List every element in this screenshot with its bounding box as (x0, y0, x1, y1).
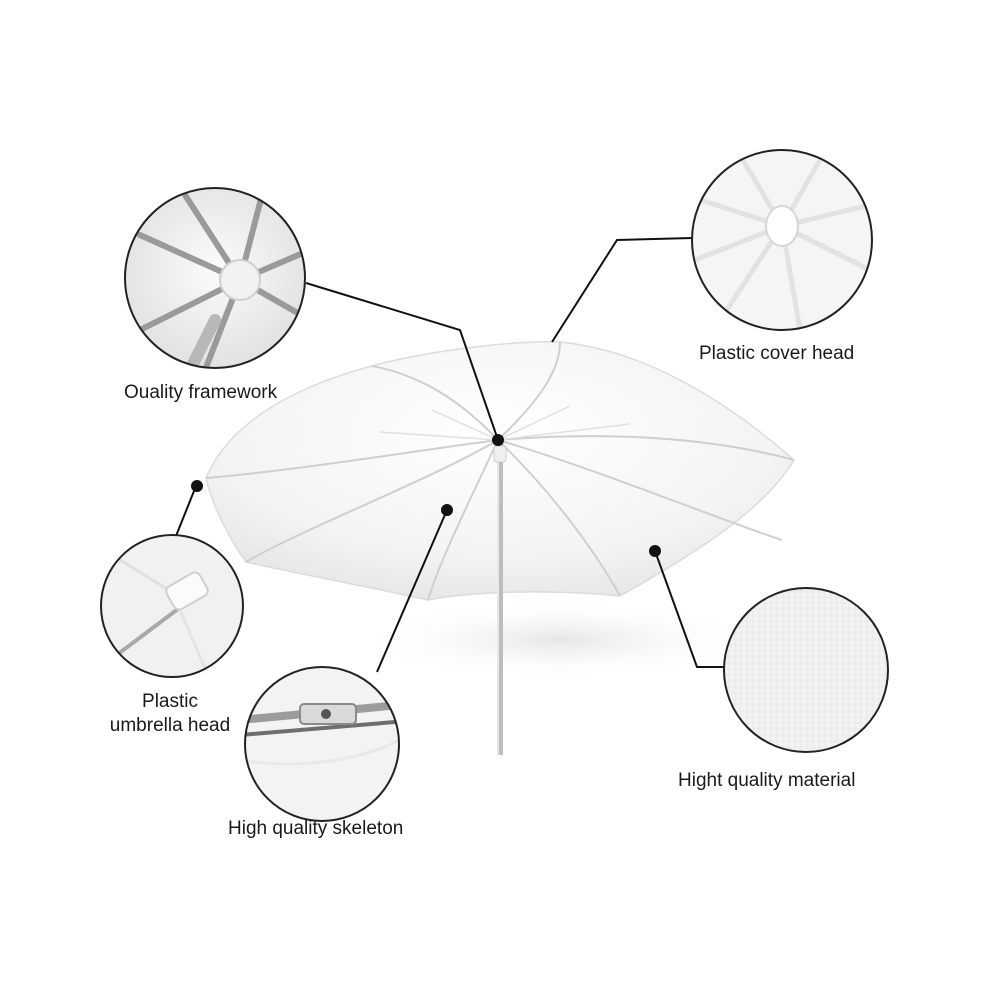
caption-quality-framework: Ouality framework (124, 382, 278, 403)
leader-line-cover (551, 237, 693, 343)
zoom-circle-umbrella-head (100, 534, 244, 678)
leader-line-head (175, 485, 197, 537)
umbrella-ribs (205, 341, 795, 601)
caption-plastic-umbrella-head-line2: umbrella head (109, 715, 231, 736)
leader-dot-head (191, 480, 203, 492)
caption-plastic-cover-head: Plastic cover head (699, 343, 855, 364)
leader-dot-skeleton (441, 504, 453, 516)
umbrella-shaft (497, 440, 503, 755)
zoom-circle-cover-head (691, 149, 873, 331)
caption-plastic-umbrella-head-line1: Plastic (142, 691, 198, 712)
leader-line-skeleton (376, 509, 448, 673)
zoom-circle-material (723, 587, 889, 753)
umbrella-inner-spokes (379, 405, 631, 441)
umbrella (205, 341, 795, 755)
leader-line-framework (305, 282, 499, 441)
zoom-circle-skeleton (244, 666, 400, 822)
leader-dot-framework (492, 434, 504, 446)
floor-shadow (350, 600, 770, 680)
leader-line-material (654, 550, 724, 668)
caption-high-quality-material: Hight quality material (678, 770, 856, 791)
zoom-circle-framework (124, 187, 306, 369)
caption-plastic-umbrella-head: Plastic umbrella head (98, 690, 242, 738)
leader-dots (191, 434, 661, 557)
leader-lines (175, 237, 724, 673)
caption-high-quality-skeleton: High quality skeleton (228, 818, 404, 839)
leader-dot-material (649, 545, 661, 557)
